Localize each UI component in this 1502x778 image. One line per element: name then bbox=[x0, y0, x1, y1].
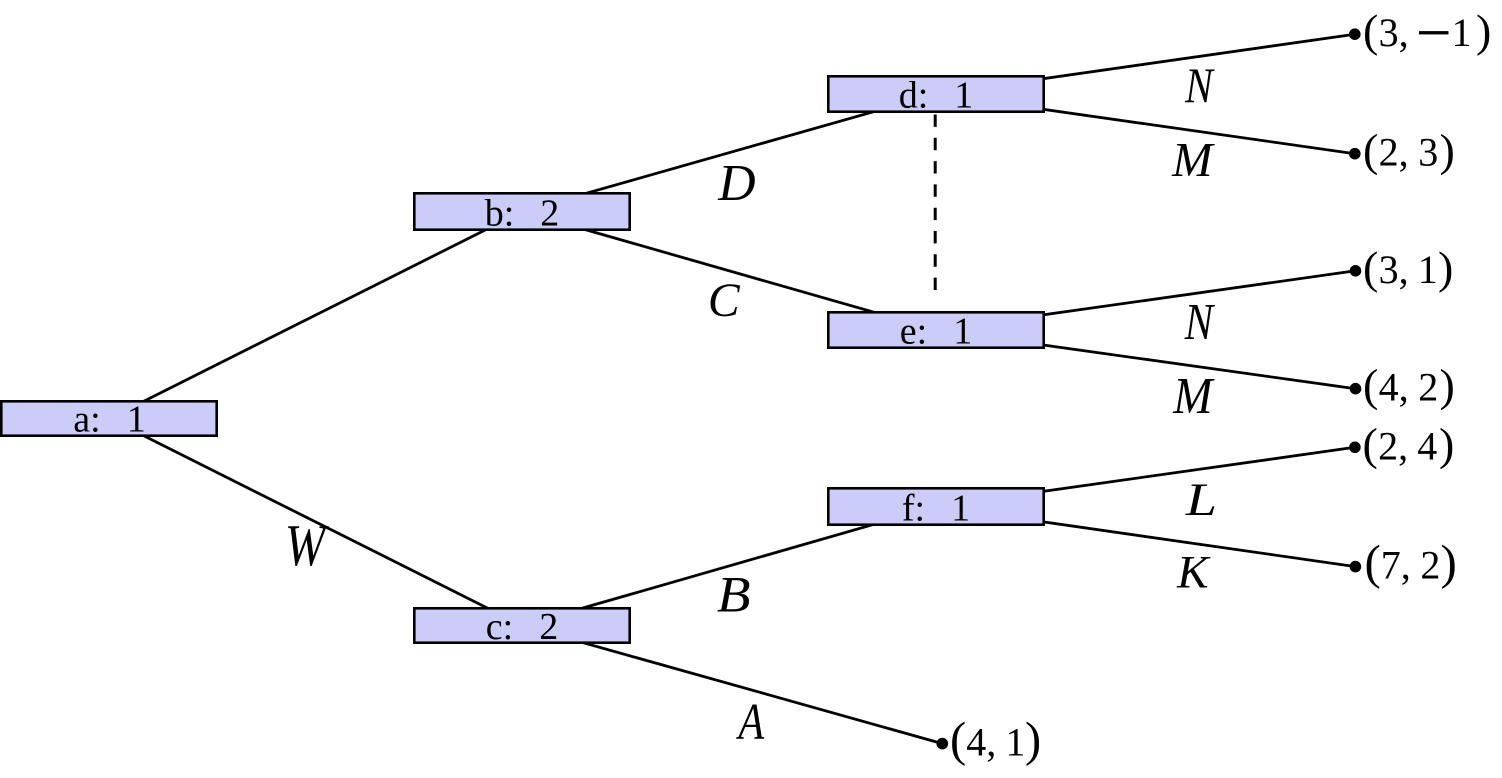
svg-text:K: K bbox=[1176, 547, 1211, 599]
svg-text:D: D bbox=[717, 155, 755, 212]
svg-text:L: L bbox=[1185, 474, 1217, 526]
svg-text:B: B bbox=[717, 567, 751, 623]
svg-text:N: N bbox=[1184, 294, 1216, 351]
svg-text:(3,1): (3,1) bbox=[1363, 5, 1491, 56]
svg-text:(2,3): (2,3) bbox=[1363, 125, 1455, 176]
svg-text:M: M bbox=[1171, 134, 1215, 187]
svg-text:W: W bbox=[285, 513, 330, 579]
svg-text:N: N bbox=[1184, 57, 1215, 112]
svg-text:A: A bbox=[736, 694, 765, 751]
svg-text:(3,1): (3,1) bbox=[1363, 242, 1453, 293]
svg-text:(7,2): (7,2) bbox=[1365, 535, 1457, 590]
svg-text:(4,2): (4,2) bbox=[1363, 360, 1455, 411]
svg-text:C: C bbox=[708, 275, 741, 327]
svg-text:(2,4): (2,4) bbox=[1363, 418, 1455, 469]
svg-text:(4,1): (4,1) bbox=[950, 714, 1041, 767]
svg-text:M: M bbox=[1172, 367, 1215, 425]
